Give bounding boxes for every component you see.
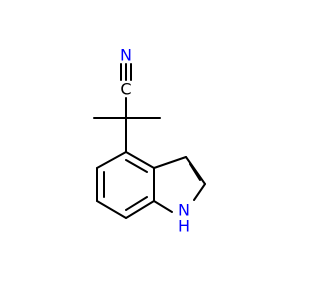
pyrrole-ring bbox=[153, 156, 206, 213]
atom-nitrogen-indole: N bbox=[178, 201, 190, 220]
atom-hydrogen-indole: H bbox=[178, 217, 190, 236]
bond-nitrile-triple bbox=[120, 63, 132, 81]
benzene-ring bbox=[96, 151, 155, 219]
structure-canvas: N C N H bbox=[93, 46, 206, 236]
indole-nitrile-structure: N C N H bbox=[93, 46, 206, 236]
atom-carbon-nitrile: C bbox=[120, 80, 131, 99]
atom-nitrogen-nitrile: N bbox=[120, 46, 132, 65]
